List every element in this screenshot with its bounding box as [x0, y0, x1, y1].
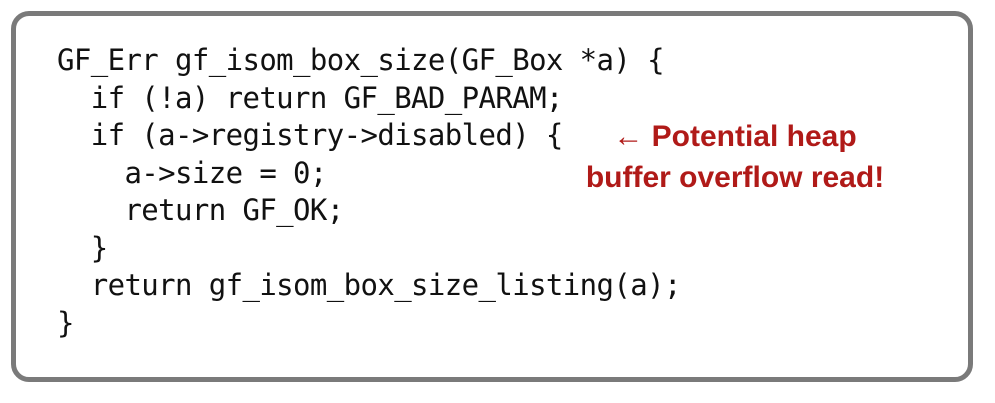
code-line-2: if (!a) return GF_BAD_PARAM; — [57, 80, 564, 115]
code-line-1: GF_Err gf_isom_box_size(GF_Box *a) { — [57, 43, 665, 77]
code-line-4: a->size = 0; — [57, 155, 327, 190]
code-line-7: return gf_isom_box_size_listing(a); — [57, 268, 682, 302]
code-line-5: return GF_OK; — [57, 193, 344, 227]
code-line-6: } — [57, 230, 108, 265]
code-box: GF_Err gf_isom_box_size(GF_Box *a) { if … — [11, 11, 973, 382]
code-listing: GF_Err gf_isom_box_size(GF_Box *a) { if … — [57, 42, 681, 342]
code-line-8: } — [57, 305, 74, 340]
code-line-3: if (a->registry->disabled) { — [57, 118, 564, 152]
vulnerability-annotation: ← Potential heap buffer overflow read! — [555, 116, 915, 198]
annotation-line-1: ← Potential heap — [613, 120, 857, 153]
annotation-line-2: buffer overflow read! — [585, 161, 885, 194]
